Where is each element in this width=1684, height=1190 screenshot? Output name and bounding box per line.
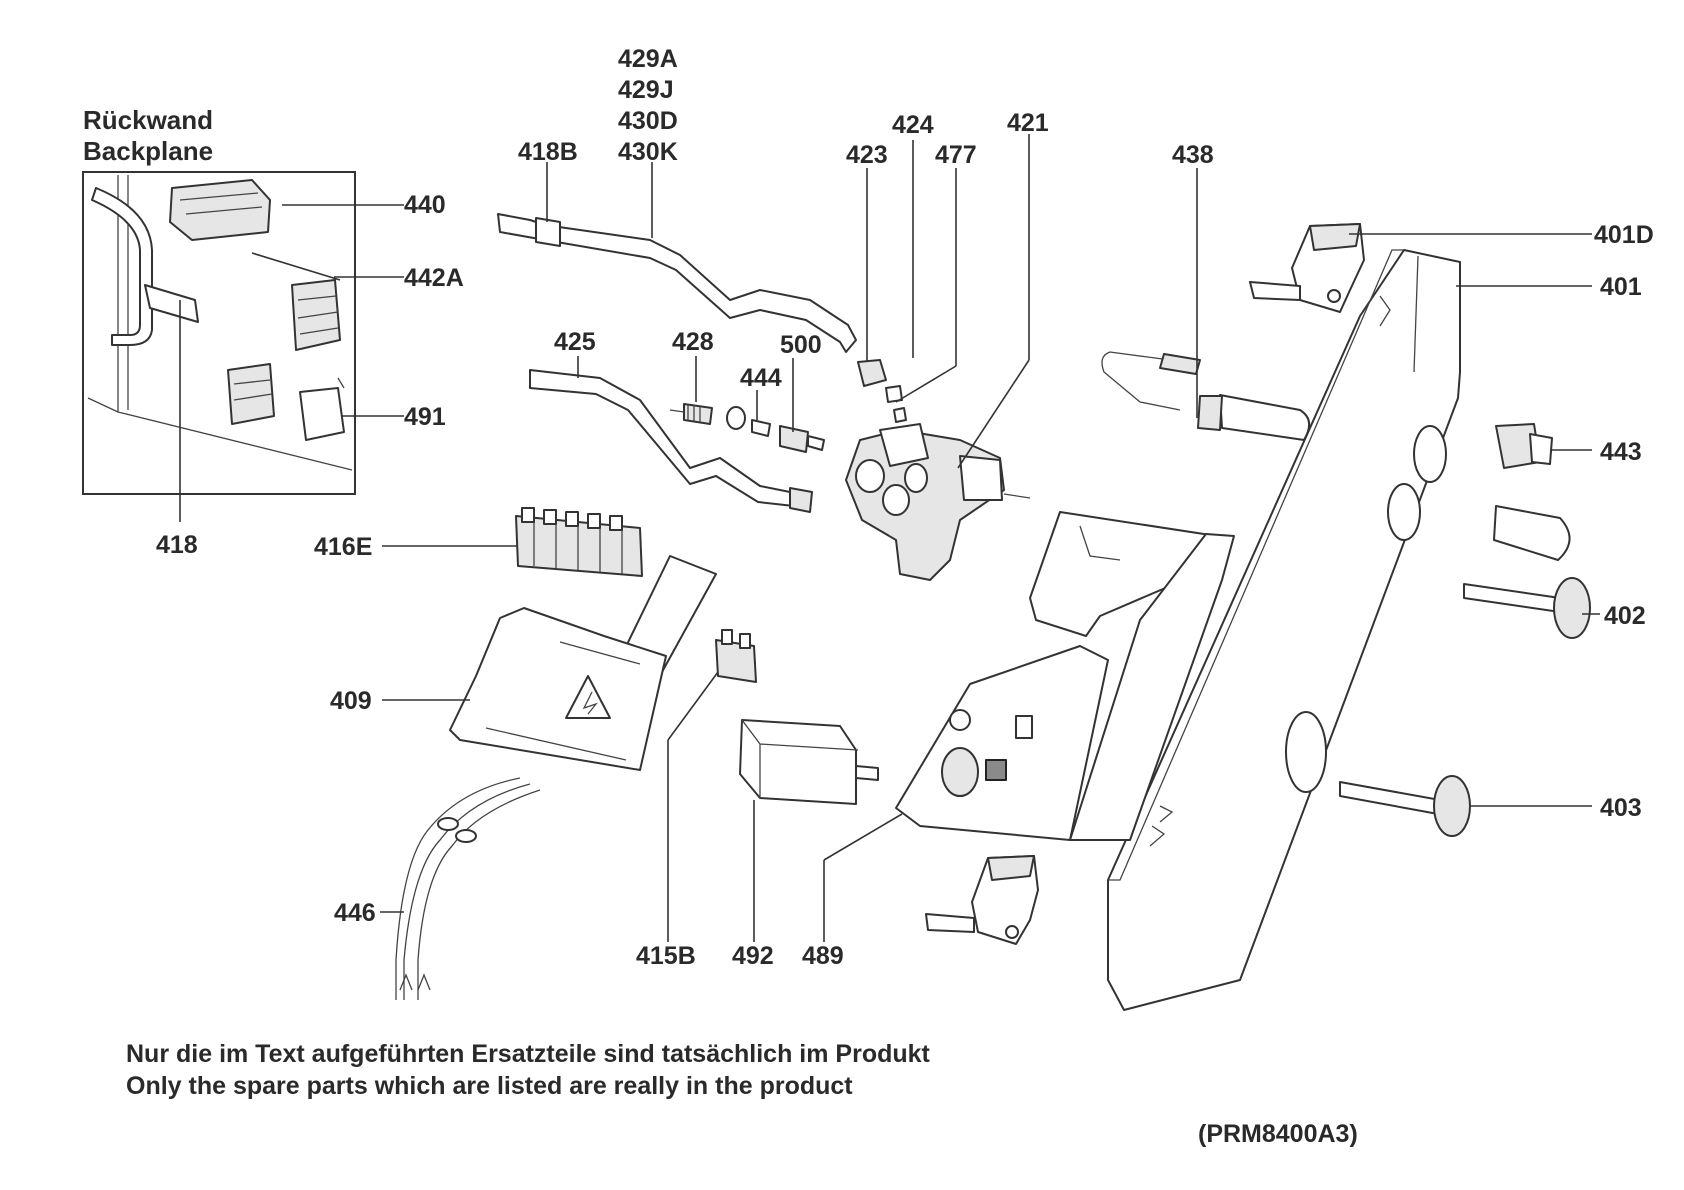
component-492 [739,719,879,805]
label-423: 423 [846,141,888,169]
label-402: 402 [1604,602,1646,630]
label-489: 489 [802,942,844,970]
fittings-row [669,403,825,453]
pipe-clip-418B [535,217,561,247]
diagram-code: (PRM8400A3) [1198,1120,1358,1148]
knob-402 [1463,505,1591,639]
note-german: Nur die im Text aufgeführten Ersatzteile… [126,1040,931,1068]
label-416E: 416E [314,533,372,561]
control-panel-401 [1107,249,1461,1011]
inset-title-de: Rückwand [83,105,213,135]
inset-frame [82,171,356,495]
bracket-401D-bottom [925,855,1039,945]
inset-title-en: Backplane [83,136,213,166]
label-429A: 429A [618,45,678,73]
label-500: 500 [780,331,822,359]
label-443: 443 [1600,438,1642,466]
label-418B: 418B [518,138,578,166]
gas-valve-421 [845,423,1031,581]
gas-pipe-lower [529,369,813,513]
sensor-438 [1101,351,1311,441]
label-430D: 430D [618,107,678,135]
cover-409 [449,555,717,771]
note-english: Only the spare parts which are listed ar… [126,1072,853,1100]
label-444: 444 [740,364,782,392]
label-415B: 415B [636,942,696,970]
label-401: 401 [1600,273,1642,301]
label-442A: 442A [404,264,464,292]
leader-lines [179,134,1600,942]
inset-tube [91,187,153,346]
label-421: 421 [1007,109,1049,137]
nozzle-parts [857,359,907,423]
label-401D: 401D [1594,221,1654,249]
label-418: 418 [156,531,198,559]
label-424: 424 [892,111,934,139]
label-425: 425 [554,328,596,356]
label-491: 491 [404,403,446,431]
switch-443 [1495,423,1553,469]
label-477: 477 [935,141,977,169]
inset-part-440 [169,179,271,241]
gas-pipe-upper [497,213,857,353]
wires-446 [395,777,541,1000]
label-409: 409 [330,687,372,715]
terminal-block-416E [515,507,643,577]
backplane-inset: Rückwand Backplane [82,105,356,495]
control-board-489 [895,511,1235,841]
terminal-415B [715,629,757,683]
label-430K: 430K [618,138,678,166]
label-438: 438 [1172,141,1214,169]
label-429J: 429J [618,76,674,104]
inset-relay-b [227,363,275,425]
inset-relay-491 [299,387,345,441]
inset-clip [144,284,199,323]
bracket-401D-top [1249,223,1365,313]
label-403: 403 [1600,794,1642,822]
footer-notes: Nur die im Text aufgeführten Ersatzteile… [126,1040,1358,1148]
label-446: 446 [334,899,376,927]
part-labels: 429A 429J 430D 430K 418B 424 421 423 477… [156,45,1654,970]
knob-403 [1339,775,1471,837]
label-492: 492 [732,942,774,970]
label-440: 440 [404,191,446,219]
label-428: 428 [672,328,714,356]
